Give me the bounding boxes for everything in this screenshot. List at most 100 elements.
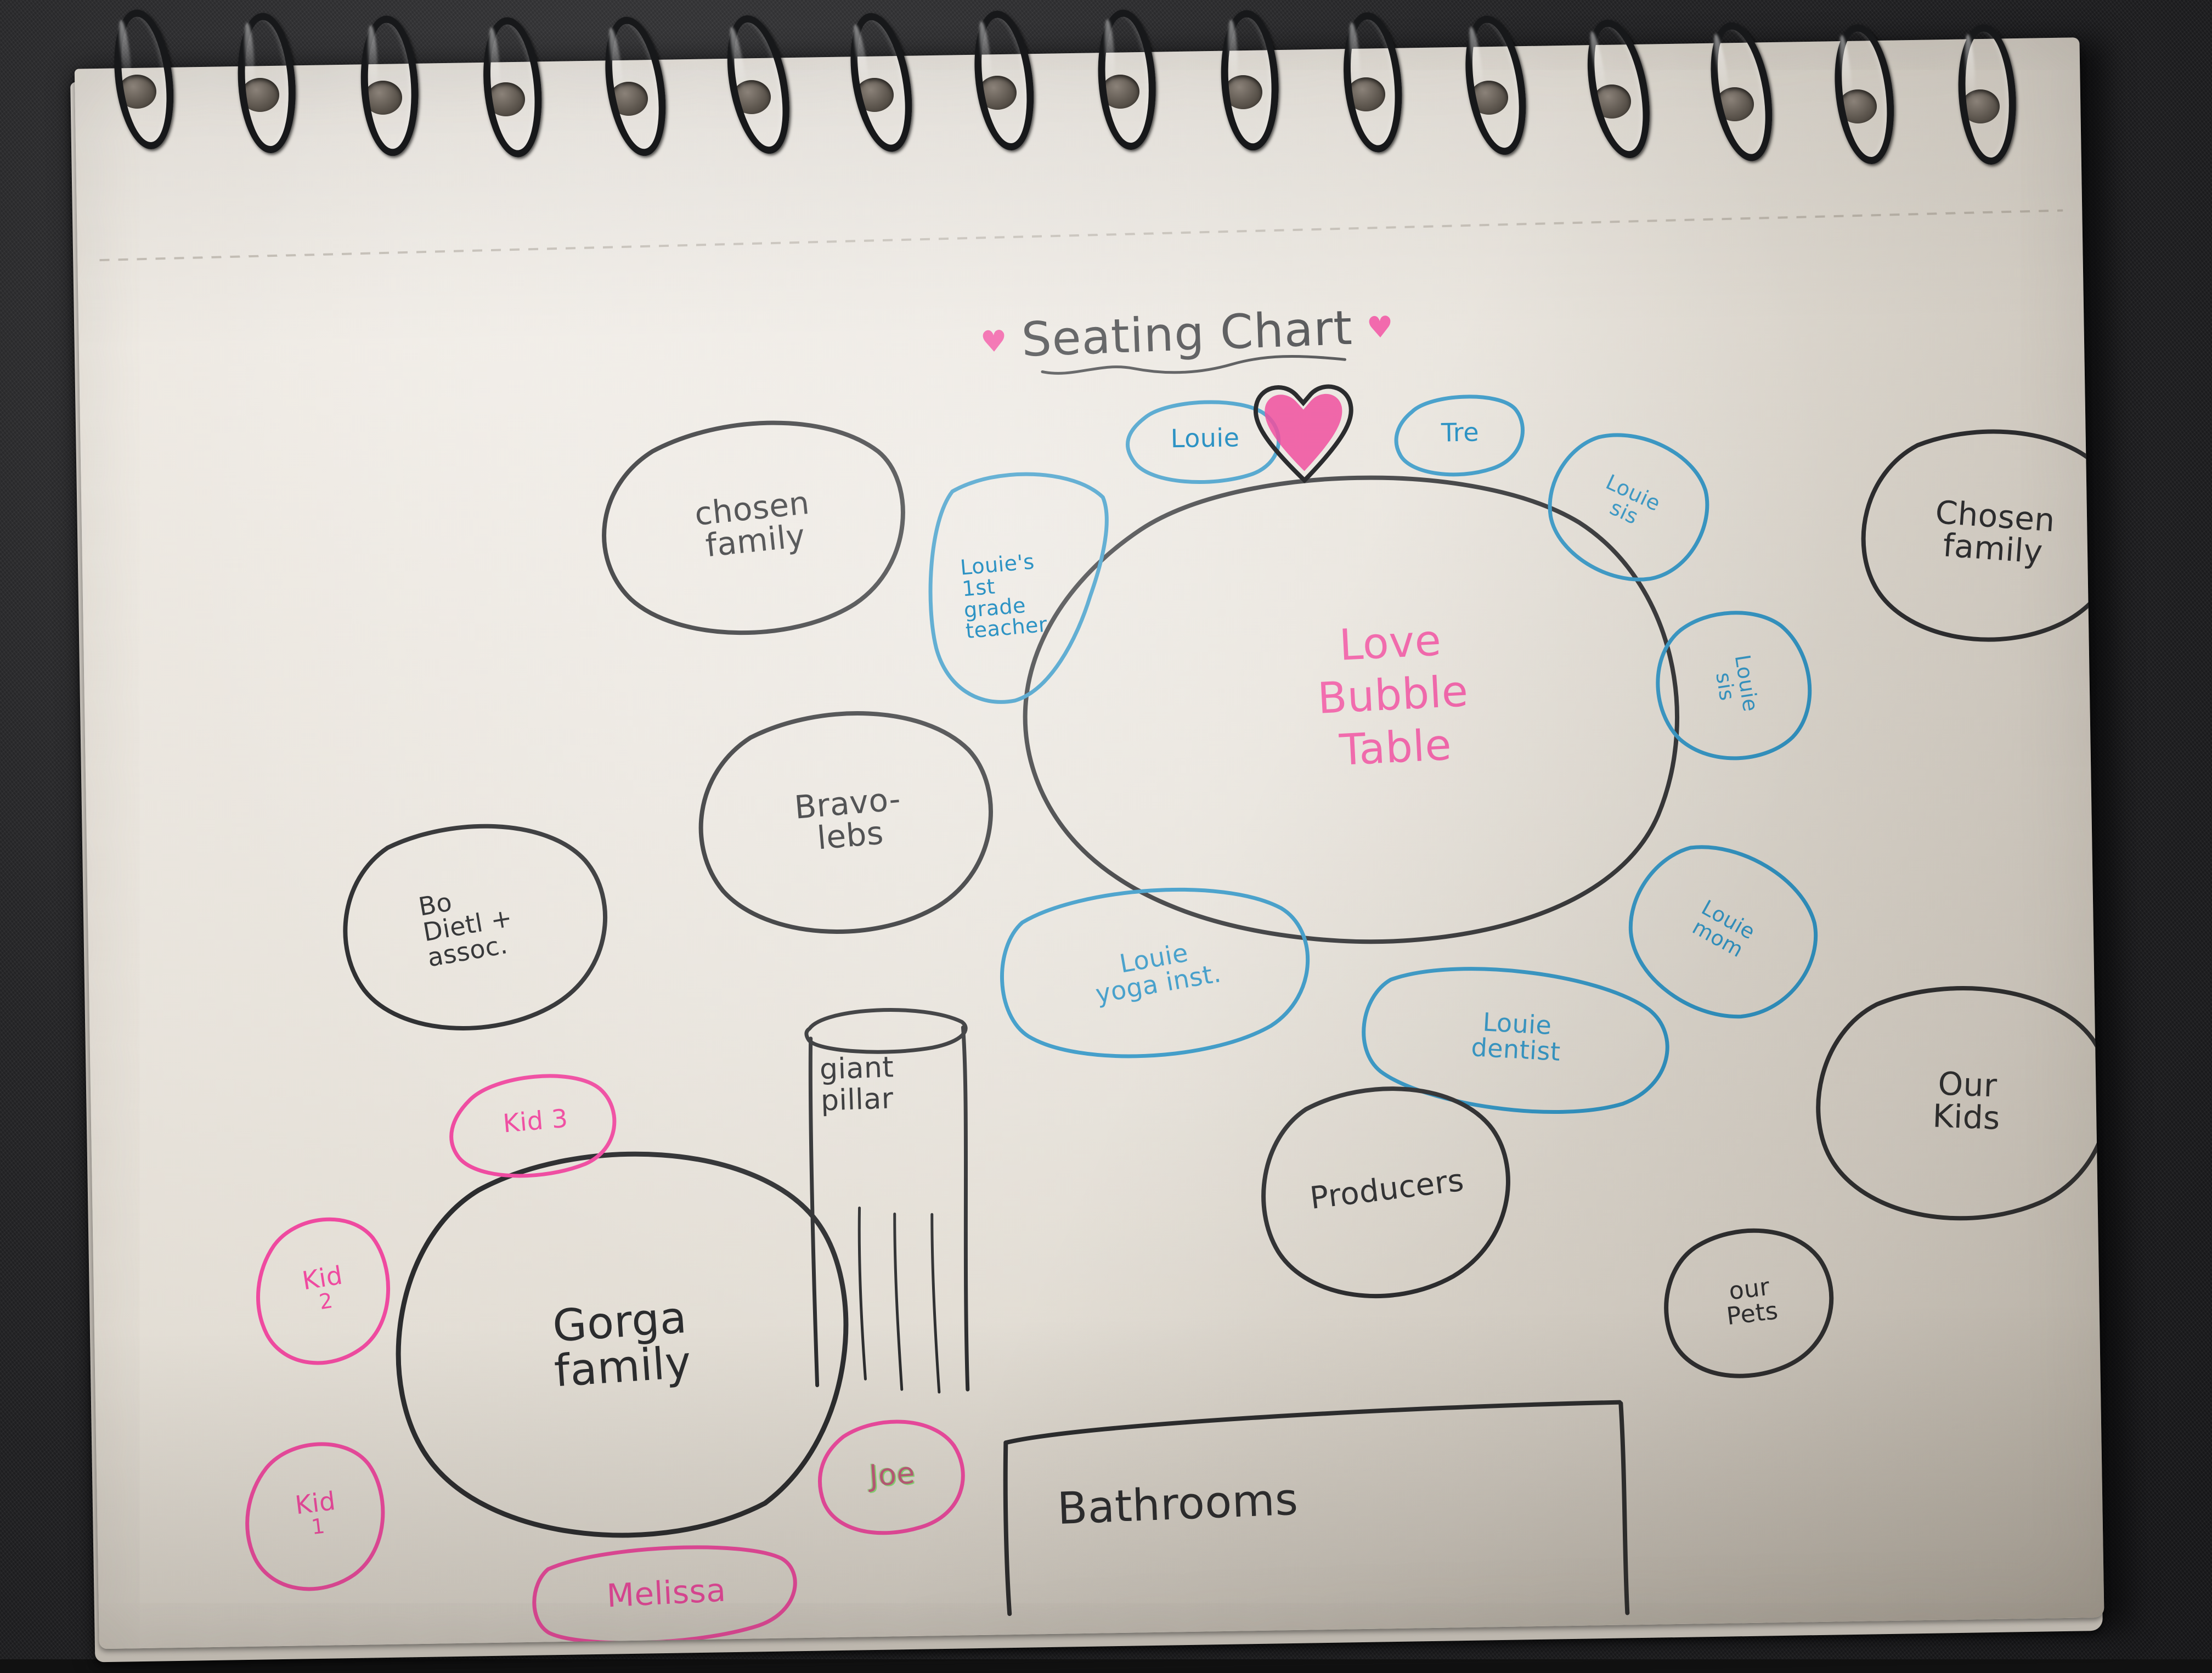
seat-label: Louie — [1170, 422, 1240, 453]
table-label-line1: Love — [1338, 616, 1443, 671]
binding-coil — [1701, 18, 1782, 166]
table-label-line2: lebs — [815, 814, 885, 857]
heart-icon-right: ♥ — [1366, 309, 1395, 345]
bubble-outline — [233, 1423, 400, 1604]
binding-hole — [1716, 87, 1754, 122]
bubble-outline — [981, 861, 1331, 1081]
binding-hole — [610, 81, 648, 116]
binding-hole — [1101, 75, 1139, 109]
binding-coil — [1577, 14, 1660, 164]
seat-bubble-joe[interactable]: Joe — [811, 1406, 973, 1543]
table-bubble-producers[interactable]: Producers — [1250, 1068, 1525, 1311]
spiral-binding — [82, 0, 2112, 230]
bubble-outline — [1805, 969, 2104, 1233]
heart-icon — [1248, 378, 1359, 484]
bubble-outline — [524, 1534, 809, 1649]
bubble-outline — [241, 1196, 407, 1381]
bubble-outline — [684, 691, 1014, 948]
binding-hole — [978, 75, 1017, 110]
love-bubble-table[interactable]: Love Bubble Table — [1002, 449, 1707, 954]
table-label-group: Bo Dietl + assoc. — [416, 879, 519, 972]
pillar-label-line1: giant — [819, 1051, 895, 1086]
bubble-outline — [328, 805, 627, 1043]
binding-hole — [1347, 77, 1385, 111]
binding-coil — [840, 8, 922, 156]
binding-hole — [1470, 80, 1508, 115]
table-bubble-our-kids[interactable]: Our Kids — [1805, 969, 2104, 1233]
seat-label-line1: Louie's — [959, 549, 1036, 580]
table-label-line3: Table — [1338, 720, 1453, 775]
bubble-outline — [909, 459, 1116, 709]
bubble-outline — [1637, 590, 1836, 780]
seat-label-line2: 1 — [310, 1513, 326, 1540]
seat-bubble-louie-sis-upper[interactable]: Louie sis — [1515, 393, 1742, 612]
table-outline — [1002, 449, 1707, 954]
bubble-outline — [1250, 1068, 1525, 1311]
pillar-label-line2: pillar — [820, 1082, 894, 1118]
seat-bubble-louie-dentist[interactable]: Louie dentist — [1343, 938, 1689, 1136]
seat-label-line2: 2 — [317, 1288, 335, 1315]
seat-bubble-kid-1[interactable]: Kid 1 — [233, 1423, 400, 1604]
binding-coil — [967, 7, 1041, 154]
binding-hole — [487, 82, 525, 116]
seat-bubble-tre[interactable]: Tre — [1391, 389, 1529, 477]
seat-label-line2: dentist — [1470, 1032, 1561, 1067]
seat-bubble-louie-sis-lower[interactable]: Louie sis — [1637, 590, 1836, 780]
seat-label-group: Louie's 1st grade teacher — [959, 549, 1048, 643]
binding-coil — [477, 14, 548, 160]
binding-coil — [357, 14, 422, 158]
table-label-group: Chosen family — [1932, 493, 2056, 571]
bubble-outline — [1343, 938, 1689, 1136]
bubble-outline — [1588, 799, 1859, 1059]
table-label-group: Gorga family — [550, 1292, 693, 1397]
table-label-line2: Kids — [1932, 1097, 2001, 1137]
binding-coil — [717, 10, 800, 159]
seat-bubble-kid-2[interactable]: Kid 2 — [241, 1196, 407, 1381]
bubble-outline — [811, 1406, 973, 1543]
table-label-line2: Pets — [1725, 1297, 1780, 1331]
bubble-outline — [1122, 393, 1288, 485]
table-label-line2: family — [1942, 526, 2044, 571]
bathrooms-label: Bathrooms — [1056, 1473, 1299, 1535]
binding-hole — [855, 77, 894, 112]
binding-coil — [1954, 22, 2021, 167]
seat-label: Tre — [1441, 417, 1480, 448]
pillar-label-group: giant pillar — [819, 1050, 958, 1118]
binding-coil — [107, 6, 181, 153]
table-bubble-chosen-family-right[interactable]: Chosen family — [1850, 413, 2104, 653]
bubble-outline — [373, 1123, 870, 1567]
binding-coil — [596, 12, 675, 160]
table-bubble-bravo-lebs[interactable]: Bravo- lebs — [684, 691, 1014, 948]
binding-hole — [364, 81, 402, 115]
bubble-outline — [1655, 1214, 1847, 1390]
table-bubble-bo-dietl-assoc[interactable]: Bo Dietl + assoc. — [328, 805, 627, 1043]
table-label-group: Bravo- lebs — [793, 780, 905, 857]
seat-label-group: Louie sis — [1710, 653, 1763, 717]
seat-bubble-louies-1st-grade-teacher[interactable]: Louie's 1st grade teacher — [909, 459, 1116, 709]
seat-bubble-louie-yoga-instructor[interactable]: Louie yoga inst. — [981, 861, 1331, 1081]
bubble-outline — [584, 399, 923, 651]
seat-bubble-melissa[interactable]: Melissa — [524, 1534, 809, 1649]
seat-label: Kid 3 — [501, 1103, 569, 1139]
table-bubble-gorga-family[interactable]: Gorga family — [373, 1123, 870, 1567]
page-title: ♥ Seating Chart ♥ — [933, 278, 1441, 390]
table-label-group: chosen family — [693, 484, 815, 565]
seat-bubble-louie-mom[interactable]: Louie mom — [1588, 799, 1859, 1059]
table-label-group: our Pets — [1722, 1273, 1780, 1331]
notebook-page: ♥ Seating Chart ♥ Love Bubb — [74, 37, 2104, 1649]
binding-coil — [1338, 9, 1408, 155]
table-label-line2: family — [552, 1336, 693, 1397]
table-label-group: Our Kids — [1932, 1065, 2002, 1137]
binding-coil — [233, 11, 300, 155]
seat-label-group: Kid 2 — [300, 1260, 348, 1315]
seat-label: Joe — [868, 1456, 917, 1494]
seat-label-group: Kid 1 — [294, 1486, 339, 1540]
table-bubble-our-pets[interactable]: our Pets — [1655, 1214, 1847, 1390]
binding-hole — [1838, 89, 1877, 123]
table-bubble-chosen-family-left[interactable]: chosen family — [584, 399, 923, 651]
binding-hole — [1224, 75, 1262, 110]
table-label-line2: Bubble — [1316, 667, 1470, 724]
seat-bubble-kid-3[interactable]: Kid 3 — [438, 1058, 633, 1183]
seat-bubble-louie[interactable]: Louie — [1122, 393, 1288, 485]
seat-label-line2: sis — [1711, 671, 1740, 703]
